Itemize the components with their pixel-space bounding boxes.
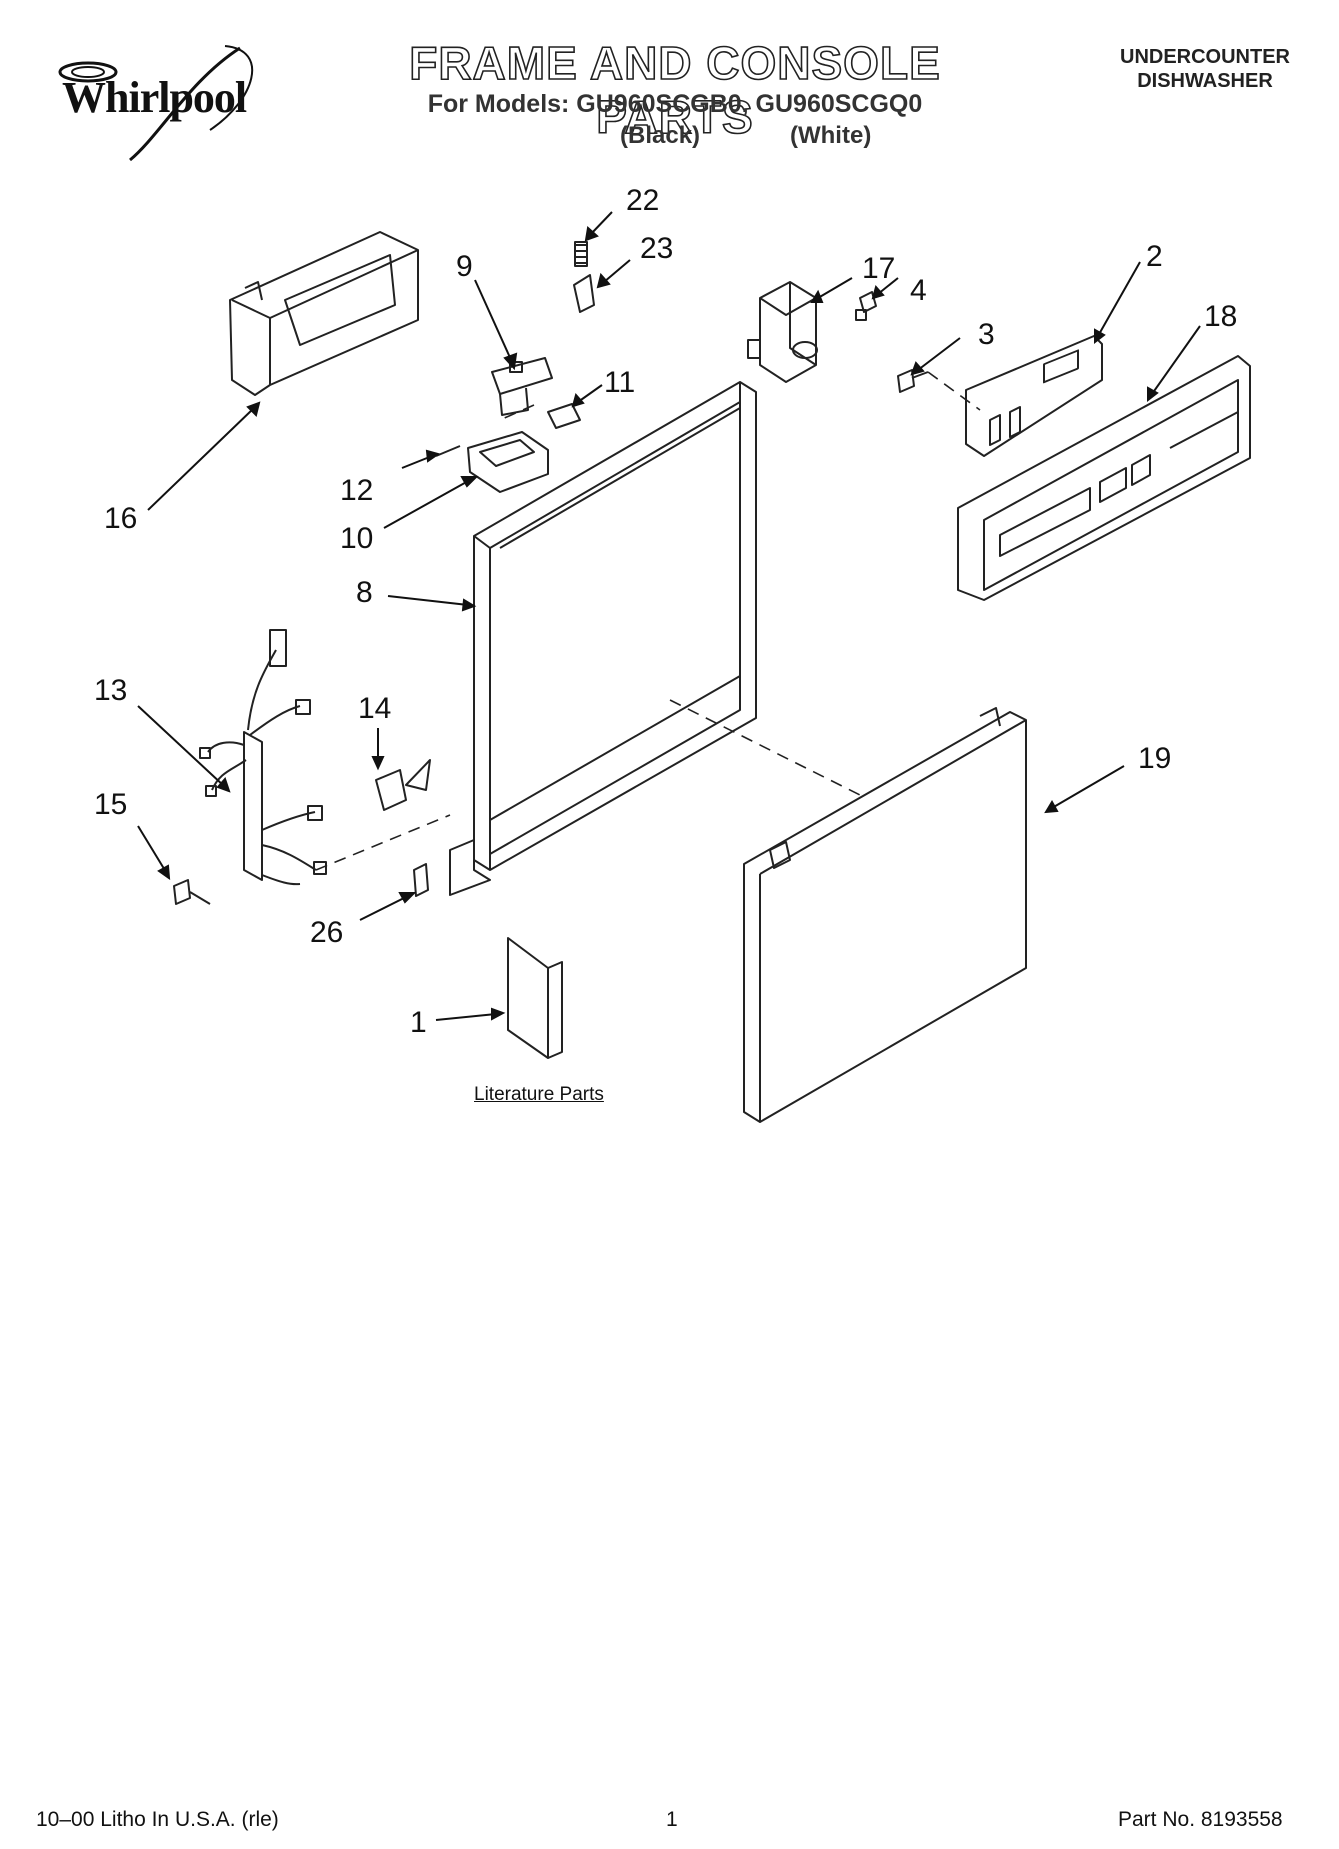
callout-26: 26 (310, 916, 343, 949)
part-18-console-panel (957, 355, 1251, 601)
callout-12: 12 (340, 474, 373, 507)
whirlpool-logo: Whirlpool (62, 73, 247, 122)
callout-18: 18 (1204, 300, 1237, 333)
callout-13: 13 (94, 674, 127, 707)
part-8-door-frame (449, 381, 757, 896)
part-13-wire-harness (199, 629, 327, 886)
callout-19: 19 (1138, 742, 1171, 775)
part-1-literature (507, 937, 563, 1059)
part-15-screw (173, 879, 211, 905)
callout-10: 10 (340, 522, 373, 555)
part-11-switch (547, 403, 581, 429)
models-line: For Models: GU960SCGB0, GU960SCGQ0 (427, 90, 923, 118)
callout-9: 9 (456, 250, 473, 283)
part-2-control-panel (965, 335, 1103, 457)
callout-15: 15 (94, 788, 127, 821)
part-4-clip (855, 291, 877, 321)
footer-page-number: 1 (666, 1808, 678, 1831)
appliance-type-line1: UNDERCOUNTER (1120, 46, 1290, 68)
part-3-screw (897, 369, 929, 393)
callout-1: 1 (410, 1006, 427, 1039)
footer-part-number: Part No. 8193558 (1118, 1808, 1283, 1831)
callout-22: 22 (626, 184, 659, 217)
callout-2: 2 (1146, 240, 1163, 273)
callout-4: 4 (910, 274, 927, 307)
part-16-console-cover (229, 231, 419, 396)
callout-23: 23 (640, 232, 673, 265)
page-title: FRAME AND CONSOLE PARTS (408, 36, 941, 144)
callout-8: 8 (356, 576, 373, 609)
part-9-switch-bracket (491, 357, 553, 416)
part-26-clip (413, 863, 429, 897)
callout-11: 11 (604, 366, 635, 399)
color-black-label: (Black) (620, 122, 701, 149)
part-23-clip (573, 274, 595, 313)
color-white-label: (White) (790, 122, 872, 149)
footer-litho: 10–00 Litho In U.S.A. (rle) (36, 1808, 279, 1831)
part-10-latch-bracket (467, 431, 549, 493)
part-14-connector (375, 759, 431, 811)
part-12-pin (435, 445, 461, 457)
appliance-type-line2: DISHWASHER (1137, 70, 1273, 92)
literature-parts-label: Literature Parts (474, 1084, 604, 1105)
callout-3: 3 (978, 318, 995, 351)
callout-14: 14 (358, 692, 391, 725)
callout-17: 17 (862, 252, 895, 285)
callout-16: 16 (104, 502, 137, 535)
part-17-control-module (747, 281, 818, 383)
whirlpool-logo-swirl (58, 45, 254, 162)
part-19-door-panel (743, 707, 1027, 1123)
part-22-spring (574, 241, 588, 267)
